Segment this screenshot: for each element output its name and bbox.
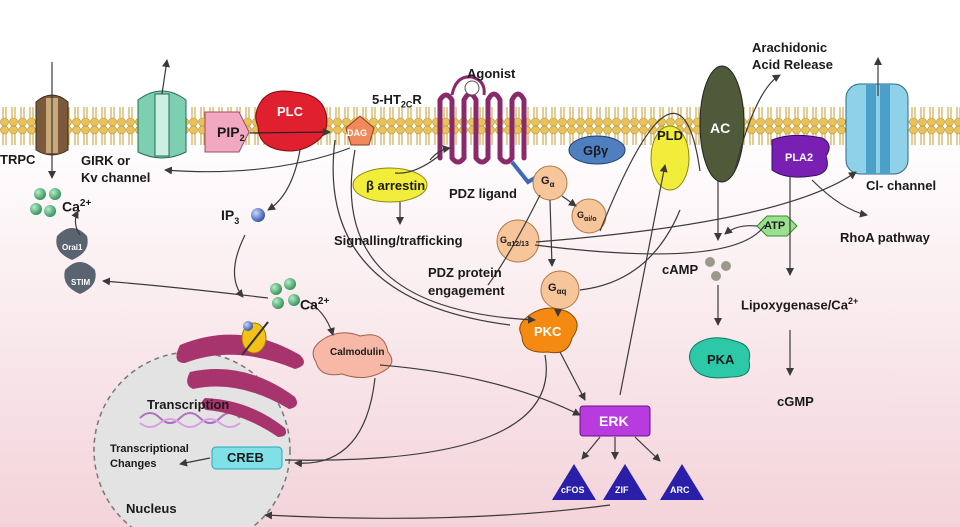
lipoxygenase-label: Lipoxygenase/Ca2+ — [741, 296, 859, 313]
transcriptional-line1: Transcriptional — [110, 443, 189, 455]
calcium-dot — [270, 283, 282, 295]
pip2-to-dag-arrow — [249, 128, 331, 137]
camp-dot — [705, 257, 715, 267]
atp-label: ATP — [764, 220, 786, 232]
erk-label: ERK — [599, 413, 629, 429]
pathway-arrows — [71, 74, 868, 520]
ht2c-receptor — [437, 91, 527, 165]
camp-label: cAMP — [662, 262, 699, 277]
pka-label: PKA — [707, 352, 735, 367]
girk-channel — [137, 90, 187, 159]
ac-label: AC — [710, 120, 731, 136]
transcription-label: Transcription — [147, 397, 230, 412]
calcium-dot — [284, 278, 296, 290]
dag-label: DAG — [347, 128, 367, 138]
creb-label: CREB — [227, 450, 264, 465]
orai1-label: Orai1 — [62, 243, 83, 252]
pld-shape — [650, 125, 690, 191]
atp-shape — [756, 215, 798, 237]
camp-dot — [711, 271, 721, 281]
arc-label: ARC — [670, 485, 690, 495]
dag-shape — [345, 115, 375, 146]
nucleus-label: Nucleus — [126, 501, 177, 516]
plc-label: PLC — [277, 104, 303, 119]
calmodulin-shape — [312, 332, 393, 378]
arachidonic-line1: Arachidonic — [752, 40, 828, 55]
girk-label-line1: GIRK or — [81, 153, 131, 168]
g-a12-label: Gα12/13 — [500, 235, 529, 248]
agonist-label: Agonist — [467, 66, 516, 81]
calcium-dot — [44, 205, 56, 217]
calcium-dot — [30, 203, 42, 215]
arrestin-shape — [352, 167, 428, 203]
pla2-shape — [771, 134, 830, 178]
calcium-mid-label: Ca2+ — [300, 296, 330, 313]
g-aq-label: Gαq — [548, 282, 567, 297]
g-by-shape — [568, 135, 626, 165]
calmodulin-label: Calmodulin — [330, 347, 385, 358]
ac-shape — [699, 65, 745, 183]
pdz-ligand-label: PDZ ligand — [449, 186, 517, 201]
transcriptional-line2: Changes — [110, 458, 157, 470]
zif-label: ZIF — [615, 485, 629, 495]
g-a12-circle — [496, 219, 540, 263]
pdz-engagement-line1: PDZ protein — [428, 265, 502, 280]
stim-shape — [64, 262, 96, 294]
receptor-loop — [450, 75, 486, 96]
dna-strand-2 — [139, 418, 241, 428]
cfos-label: cFOS — [561, 485, 585, 495]
calcium-dot — [288, 294, 300, 306]
arc-triangle — [660, 464, 704, 500]
camp-dot — [721, 261, 731, 271]
pip2-shape — [204, 111, 250, 153]
pip2-label: PIP2 — [217, 124, 245, 143]
g-alpha-label: Gα — [541, 175, 555, 190]
girk-label-line2: Kv channel — [81, 170, 151, 185]
pka-shape — [689, 337, 751, 379]
zif-triangle — [603, 464, 647, 500]
pld-label: PLD — [657, 128, 683, 143]
arachidonic-line2: Acid Release — [752, 57, 833, 72]
calcium-dot — [34, 188, 46, 200]
arrestin-label: β arrestin — [366, 178, 426, 193]
pkc-label: PKC — [534, 324, 562, 339]
g-ai-label: Gαi/o — [577, 210, 597, 223]
endoplasmic-reticulum — [176, 321, 304, 437]
signalling-label: Signalling/trafficking — [334, 233, 463, 248]
orai1-shape — [56, 228, 88, 260]
dna-strand — [139, 412, 241, 424]
agonist-ball — [464, 80, 480, 96]
trpc-label: TRPC — [0, 152, 36, 167]
girk-arrow — [161, 59, 170, 95]
calcium-top-label: Ca2+ — [62, 198, 92, 215]
stim-label: STIM — [71, 278, 91, 287]
calcium-dot — [49, 188, 61, 200]
g-by-label: Gβγ — [583, 143, 609, 158]
creb-box — [211, 446, 283, 470]
erk-box — [579, 405, 651, 437]
cfos-triangle — [552, 464, 596, 500]
calcium-dot — [272, 297, 284, 309]
cl-channel — [845, 83, 909, 175]
ip3-ball — [251, 208, 265, 222]
pla2-label: PLA2 — [785, 152, 814, 164]
rhoa-label: RhoA pathway — [840, 230, 930, 245]
pdz-engagement-line2: engagement — [428, 283, 505, 298]
cgmp-label: cGMP — [777, 394, 814, 409]
plc-shape — [255, 90, 328, 152]
ht2c-label: 5-HT2CR — [372, 92, 422, 110]
ip3-label: IP3 — [221, 207, 240, 226]
cl-channel-label: Cl- channel — [866, 178, 937, 193]
